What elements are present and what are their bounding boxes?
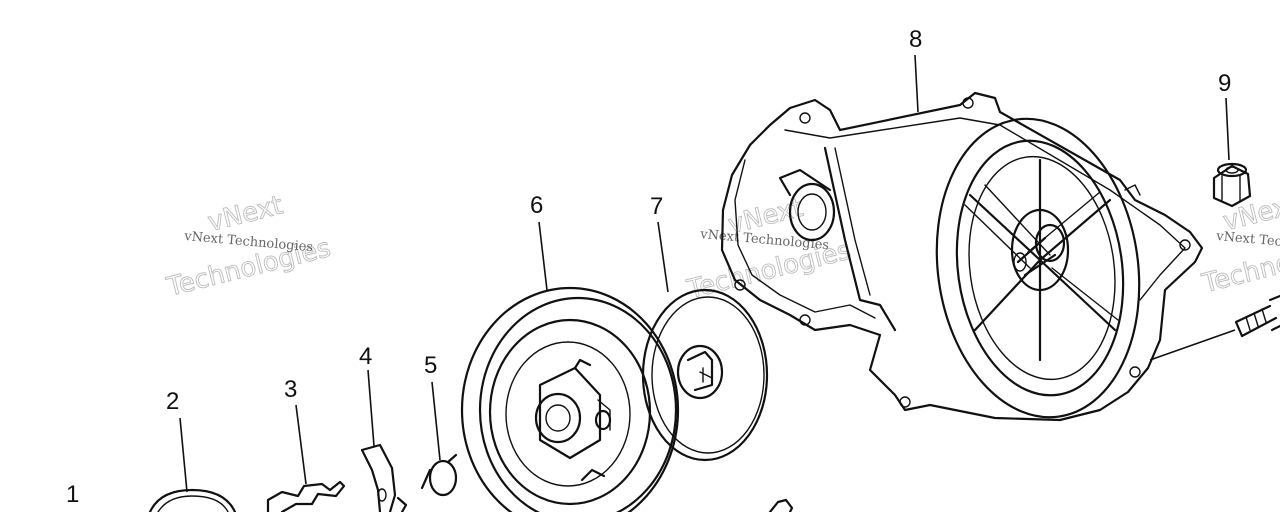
part-5-spring bbox=[420, 453, 458, 497]
part-6-pulley bbox=[460, 286, 680, 512]
rope-handle-partial bbox=[768, 498, 794, 512]
housing-bolt bbox=[1234, 294, 1280, 338]
leader-9 bbox=[1225, 97, 1230, 161]
callout-9: 9 bbox=[1218, 70, 1231, 97]
part-7-spring-cup bbox=[641, 288, 769, 462]
watermark-company-line: vNext Technologies bbox=[183, 229, 314, 255]
leader-6 bbox=[538, 221, 548, 291]
watermark-big-vnext: vNext bbox=[205, 190, 286, 237]
part-8-housing bbox=[720, 91, 1236, 422]
watermark-company-line: vNext Technologies bbox=[1215, 229, 1280, 255]
callout-2: 2 bbox=[166, 388, 179, 415]
callout-6: 6 bbox=[530, 192, 543, 219]
leader-8 bbox=[914, 54, 919, 113]
callout-5: 5 bbox=[424, 352, 437, 379]
leader-2 bbox=[179, 417, 188, 493]
leader-5 bbox=[431, 381, 441, 461]
leader-3 bbox=[295, 404, 307, 485]
callout-3: 3 bbox=[284, 376, 297, 403]
part-3-pawl-spring bbox=[266, 480, 346, 512]
callout-7: 7 bbox=[650, 193, 663, 220]
callout-8: 8 bbox=[909, 26, 922, 53]
part-4-pawl bbox=[360, 443, 408, 512]
callout-4: 4 bbox=[359, 343, 372, 370]
callout-1: 1 bbox=[66, 481, 79, 508]
part-9-nut bbox=[1212, 162, 1252, 208]
part-2-clip-ring bbox=[148, 488, 237, 512]
leader-4 bbox=[367, 369, 375, 447]
leader-7 bbox=[657, 221, 669, 293]
